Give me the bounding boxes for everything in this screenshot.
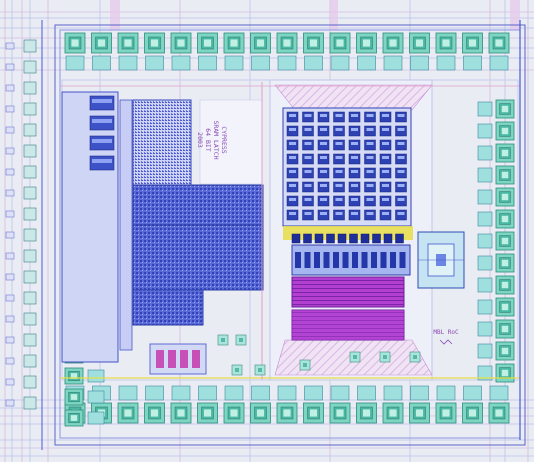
bottom-logic-block bbox=[149, 343, 207, 375]
analog-block bbox=[417, 231, 465, 289]
far-left-pad-column bbox=[5, 39, 37, 410]
sram-label-line-1: SRAM LATCH bbox=[212, 120, 220, 159]
sram-label-line-0: CYPRESS bbox=[220, 126, 228, 153]
top-pad-ring bbox=[64, 32, 510, 71]
corner-label-text: MBL RoC bbox=[433, 329, 459, 336]
sram-array bbox=[119, 99, 264, 351]
left-logic-column bbox=[61, 91, 119, 363]
internal-small-pads bbox=[217, 334, 421, 376]
accent-lines bbox=[41, 20, 521, 450]
sram-label-line-3: 2003 bbox=[196, 132, 204, 148]
right-pad-ring bbox=[477, 99, 515, 383]
sram-label-line-2: 64 BIT bbox=[204, 128, 212, 152]
bottom-pad-ring bbox=[64, 385, 510, 424]
corner-label: MBL RoC bbox=[433, 329, 459, 345]
decoder-block bbox=[269, 79, 433, 381]
sram-label: CYPRESS SRAM LATCH 64 BIT 2003 bbox=[196, 120, 228, 159]
